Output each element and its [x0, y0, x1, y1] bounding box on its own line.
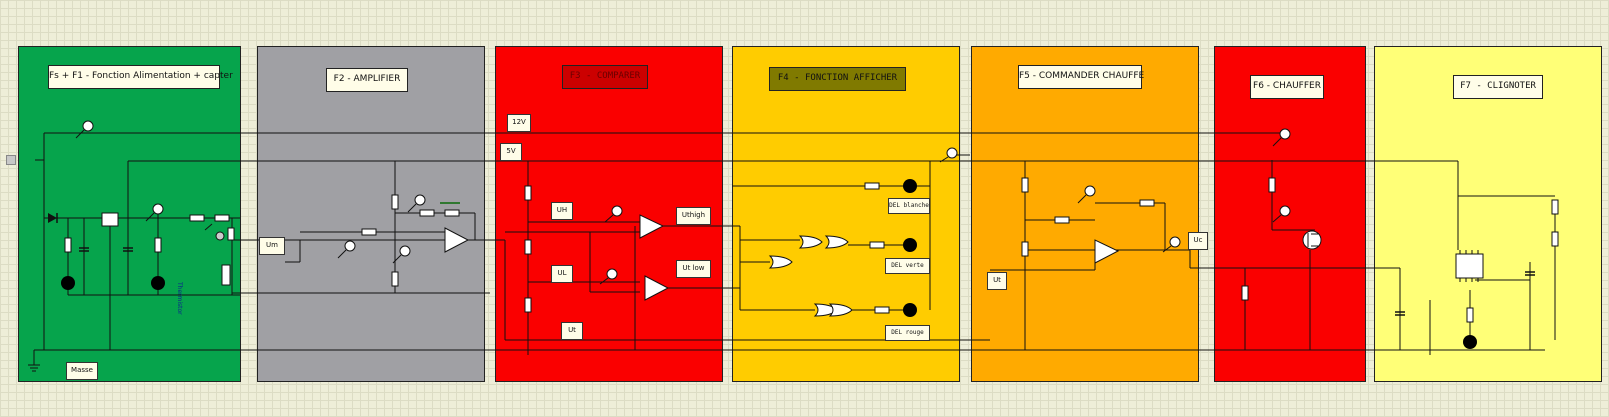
- label-led-rouge: DEL rouge: [885, 325, 930, 341]
- label-uthigh: Uthigh: [676, 207, 711, 225]
- panel-f1: [18, 46, 241, 382]
- label-uh: UH: [551, 202, 573, 220]
- thermistor: [221, 264, 231, 286]
- panel-f6-title: F6 - CHAUFFER: [1250, 75, 1324, 99]
- label-led-verte: DEL verte: [885, 258, 930, 274]
- label-utlow: Ut low: [676, 260, 711, 278]
- panel-f2-title: F2 - AMPLIFIER: [326, 68, 408, 92]
- label-12v: 12V: [507, 114, 531, 132]
- label-ut: Ut: [561, 322, 583, 340]
- collapse-handle[interactable]: [6, 155, 16, 165]
- label-um: Um: [259, 237, 285, 255]
- label-led-blanche: DEL blanche: [888, 198, 930, 214]
- label-masse: Masse: [66, 362, 98, 380]
- label-uc: Uc: [1188, 232, 1208, 250]
- panel-f4-title: F4 - FONCTION AFFICHER: [769, 67, 906, 91]
- label-5v: 5V: [500, 143, 522, 161]
- panel-f1-title: Fs + F1 - Fonction Alimentation + capter: [48, 65, 233, 89]
- panel-f6: [1214, 46, 1366, 382]
- label-ul: UL: [551, 265, 573, 283]
- label-ut-f5: Ut: [987, 272, 1007, 290]
- panel-f5-title: F5 - COMMANDER CHAUFFE: [1018, 65, 1144, 89]
- label-thermistor: Thermistor: [176, 282, 183, 315]
- panel-f3-title: F3 - COMPARER: [562, 65, 648, 89]
- panel-f5: [971, 46, 1199, 382]
- panel-f7-title: F7 - CLIGNOTER: [1453, 75, 1543, 99]
- panel-f7: [1374, 46, 1602, 382]
